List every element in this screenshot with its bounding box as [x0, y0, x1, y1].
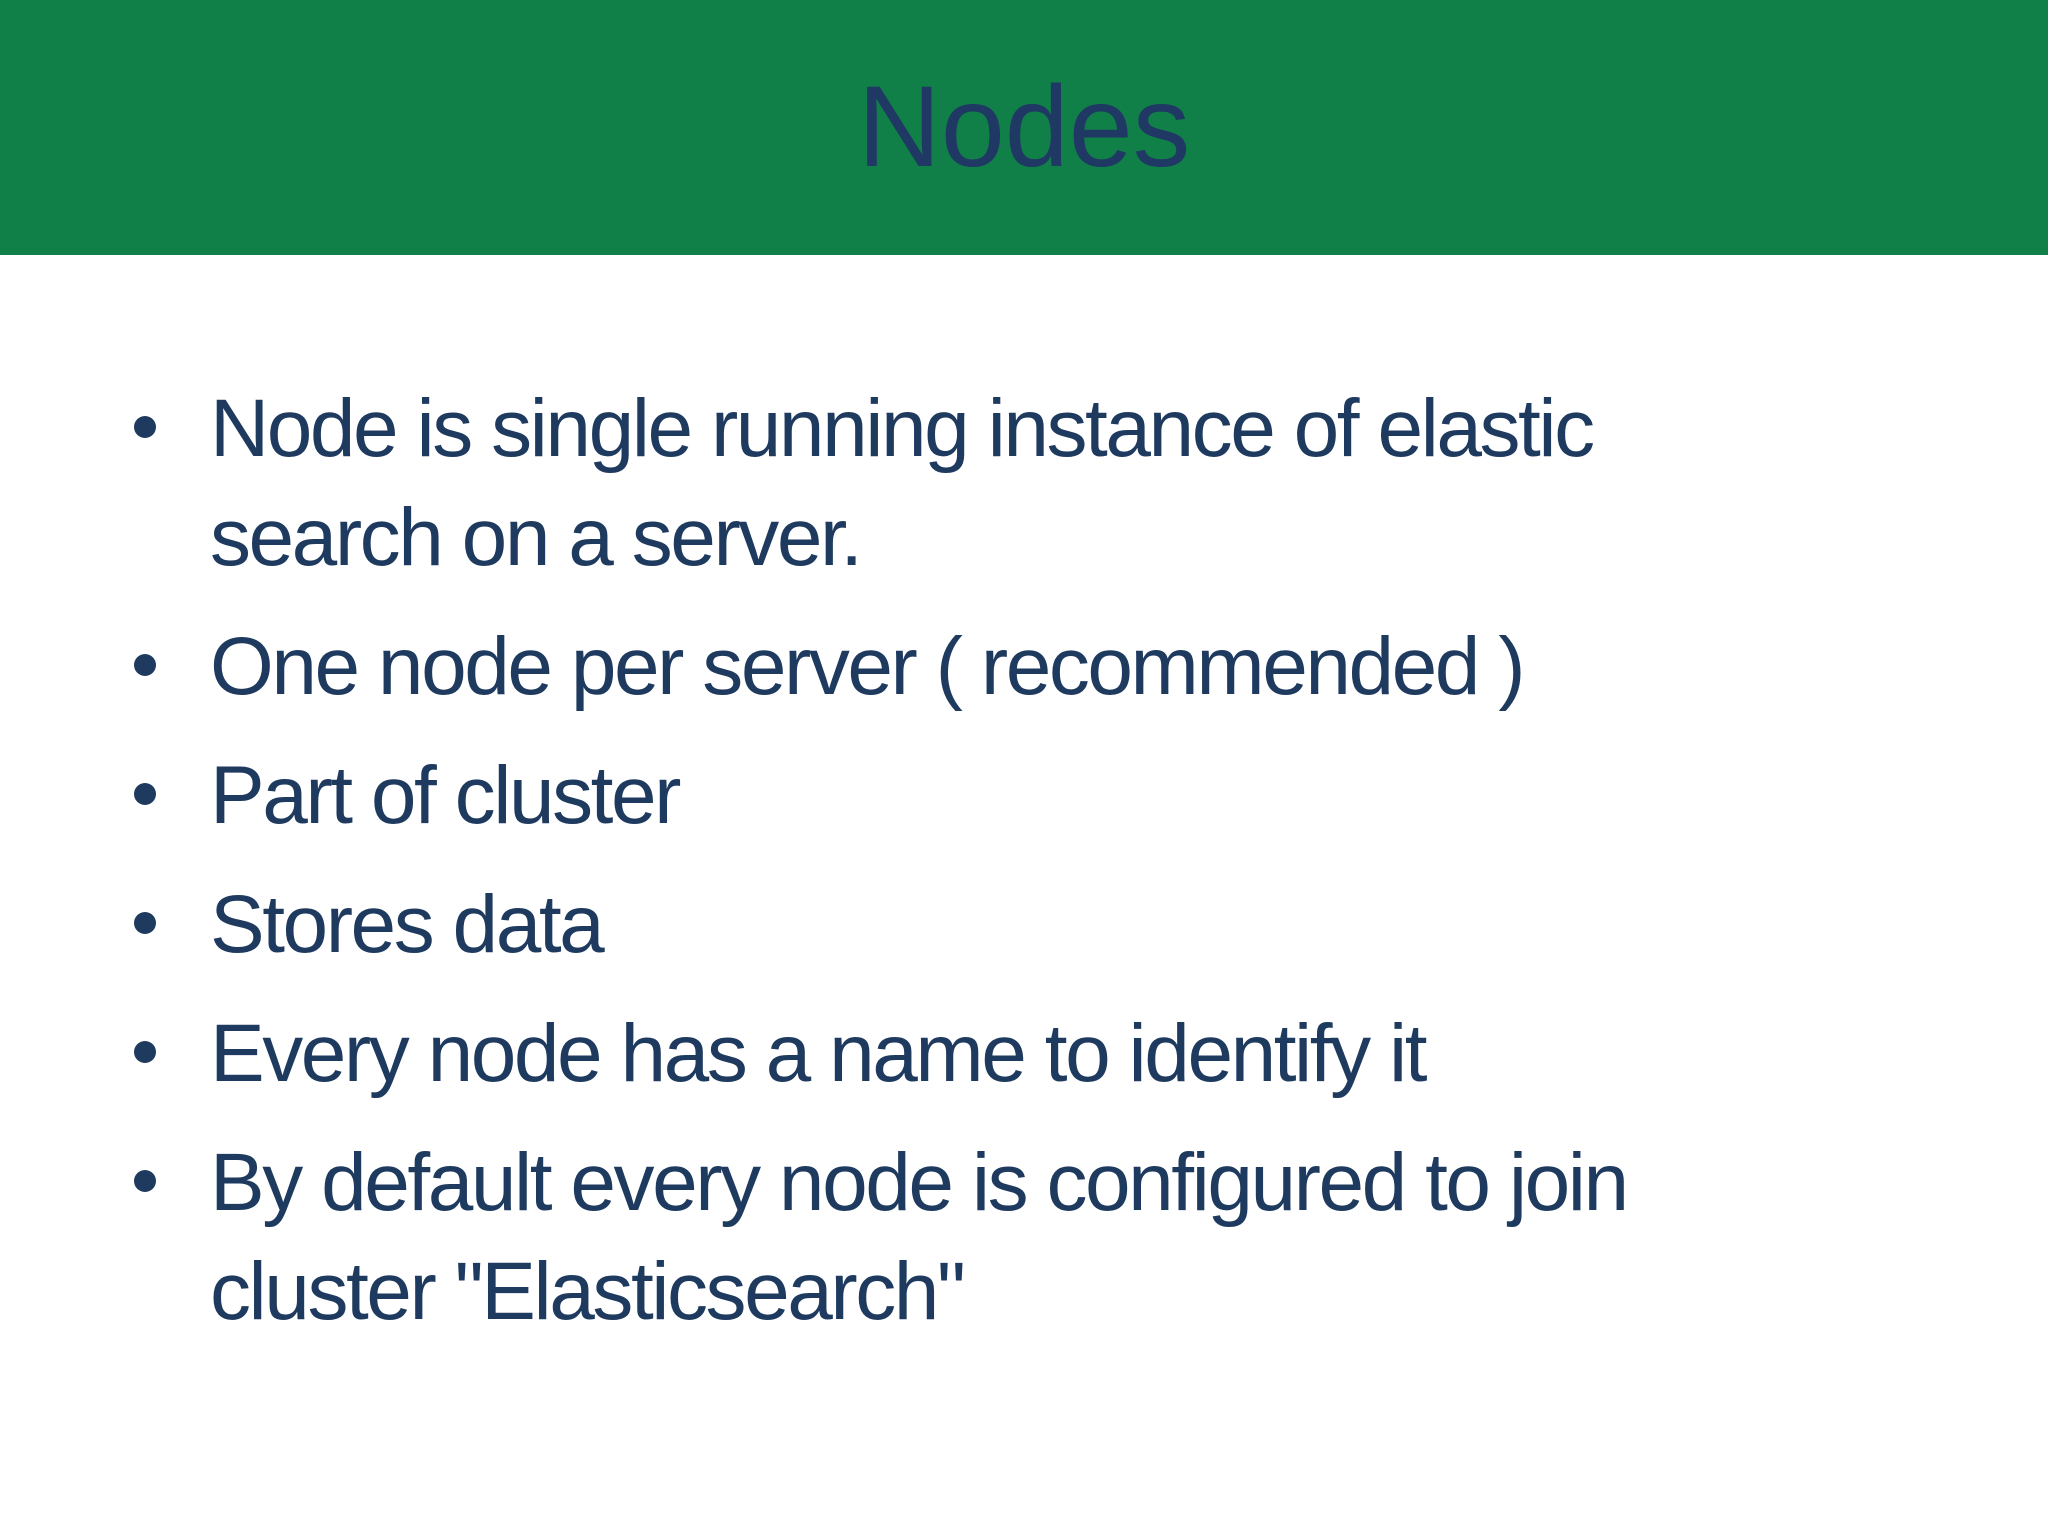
bullet-dot-icon [134, 654, 156, 676]
bullet-item: One node per server ( recommended ) [134, 612, 1988, 721]
bullet-list: Node is single running instance of elast… [134, 374, 1988, 1346]
bullet-dot-icon [134, 1041, 156, 1063]
slide-body: Node is single running instance of elast… [0, 255, 2048, 1346]
bullet-item: Part of cluster [134, 741, 1988, 850]
bullet-text: Part of cluster [210, 750, 681, 841]
bullet-dot-icon [134, 783, 156, 805]
bullet-item: Stores data [134, 870, 1988, 979]
title-bar: Nodes [0, 0, 2048, 255]
bullet-text: Node is single running instance of elast… [210, 383, 1595, 583]
bullet-dot-icon [134, 912, 156, 934]
bullet-item: Every node has a name to identify it [134, 999, 1988, 1108]
bullet-dot-icon [134, 1170, 156, 1192]
bullet-dot-icon [134, 416, 156, 438]
bullet-text: Stores data [210, 879, 605, 970]
bullet-item: By default every node is configured to j… [134, 1128, 1988, 1346]
bullet-text: By default every node is configured to j… [210, 1137, 1629, 1337]
bullet-text: Every node has a name to identify it [210, 1008, 1428, 1099]
bullet-item: Node is single running instance of elast… [134, 374, 1988, 592]
bullet-text: One node per server ( recommended ) [210, 621, 1526, 712]
slide-title: Nodes [857, 63, 1191, 191]
